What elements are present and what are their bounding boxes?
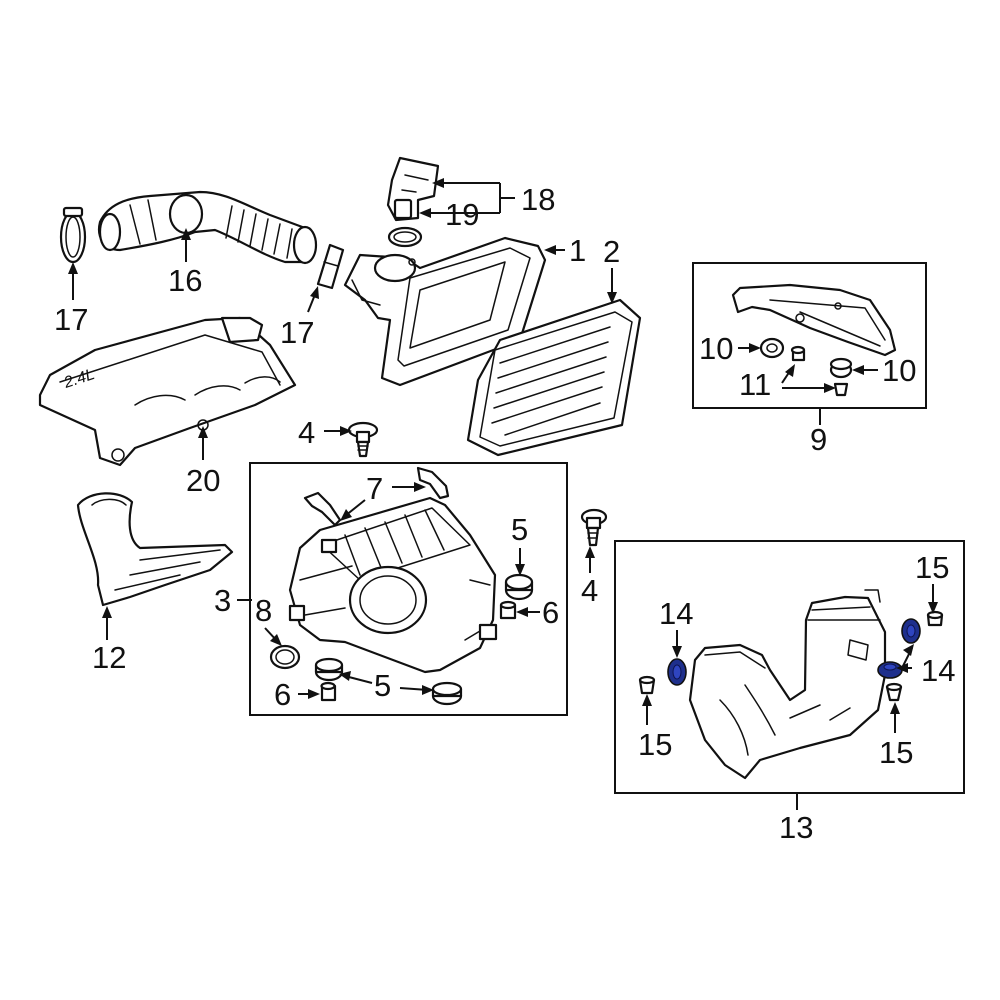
- bracket-9: [731, 283, 897, 357]
- callout-7: 7: [366, 471, 383, 506]
- air-filter-2: [466, 298, 642, 457]
- callout-6-right: 6: [542, 595, 559, 630]
- callout-15-upper-right: 15: [915, 550, 949, 585]
- leader-lines: [68, 178, 938, 810]
- collar-15-upper-right: [926, 610, 944, 627]
- collar-6-bottom: [320, 681, 337, 702]
- group-box-3: [249, 462, 568, 716]
- bolt-4-top: [347, 421, 379, 458]
- engine-cover-20: 2.4L: [38, 316, 297, 467]
- callout-10-left: 10: [699, 331, 733, 366]
- callout-2: 2: [603, 234, 620, 269]
- bolt-4-right: [580, 508, 608, 547]
- callout-6-bottom: 6: [274, 677, 291, 712]
- callout-14-right: 14: [921, 653, 955, 688]
- grommet-14-lower-right: [877, 661, 903, 679]
- collar-11-right: [833, 382, 849, 397]
- clips-7: [303, 466, 450, 527]
- grommet-10-right: [829, 357, 853, 379]
- callout-13: 13: [779, 810, 813, 845]
- air-duct-12: [76, 492, 234, 607]
- grommet-14-upper-right: [901, 618, 921, 644]
- callout-11: 11: [739, 367, 771, 402]
- callout-15-left: 15: [638, 727, 672, 762]
- o-ring-8: [269, 644, 301, 670]
- group-box-9: [692, 262, 927, 409]
- callout-4-right: 4: [581, 573, 598, 608]
- callout-3: 3: [214, 583, 231, 618]
- callout-12: 12: [92, 640, 126, 675]
- resonator-13: [688, 589, 887, 780]
- hose-clamp-17-left: [59, 206, 87, 264]
- callout-4-top: 4: [298, 415, 315, 450]
- callout-15-lower-right: 15: [879, 735, 913, 770]
- callout-10-right: 10: [882, 353, 916, 388]
- callout-17-left: 17: [54, 302, 88, 337]
- callout-19: 19: [445, 197, 479, 232]
- callout-labels: 17 16 17 18 19 1 2 4 20 12 3 7 8 5 6 5 6…: [54, 182, 955, 845]
- callout-14-left: 14: [659, 596, 693, 631]
- airflow-sensor-18: [386, 156, 440, 222]
- collar-15-left: [638, 675, 656, 695]
- callout-8: 8: [255, 593, 272, 628]
- hose-clamp-17-right: [316, 243, 345, 290]
- callout-18: 18: [521, 182, 555, 217]
- collar-6-right: [499, 600, 517, 620]
- grommet-14-left: [667, 658, 687, 686]
- callout-5-right: 5: [511, 512, 528, 547]
- intake-hose-16: [97, 190, 318, 265]
- grommet-5-right: [504, 573, 534, 601]
- callout-17-right: 17: [280, 315, 314, 350]
- callout-1: 1: [569, 233, 586, 268]
- callout-16: 16: [168, 263, 202, 298]
- callout-9: 9: [810, 422, 827, 457]
- collar-11-left: [790, 345, 806, 362]
- callout-20: 20: [186, 463, 220, 498]
- air-cleaner-case-3: [288, 496, 498, 674]
- collar-15-lower-right: [885, 682, 903, 702]
- group-box-13: [614, 540, 965, 794]
- grommet-5-bottom-right: [431, 681, 463, 706]
- o-ring-19: [387, 226, 423, 248]
- grommet-5-bottom-left: [314, 657, 344, 682]
- callout-5-bottom: 5: [374, 668, 391, 703]
- grommet-10-left: [759, 337, 785, 359]
